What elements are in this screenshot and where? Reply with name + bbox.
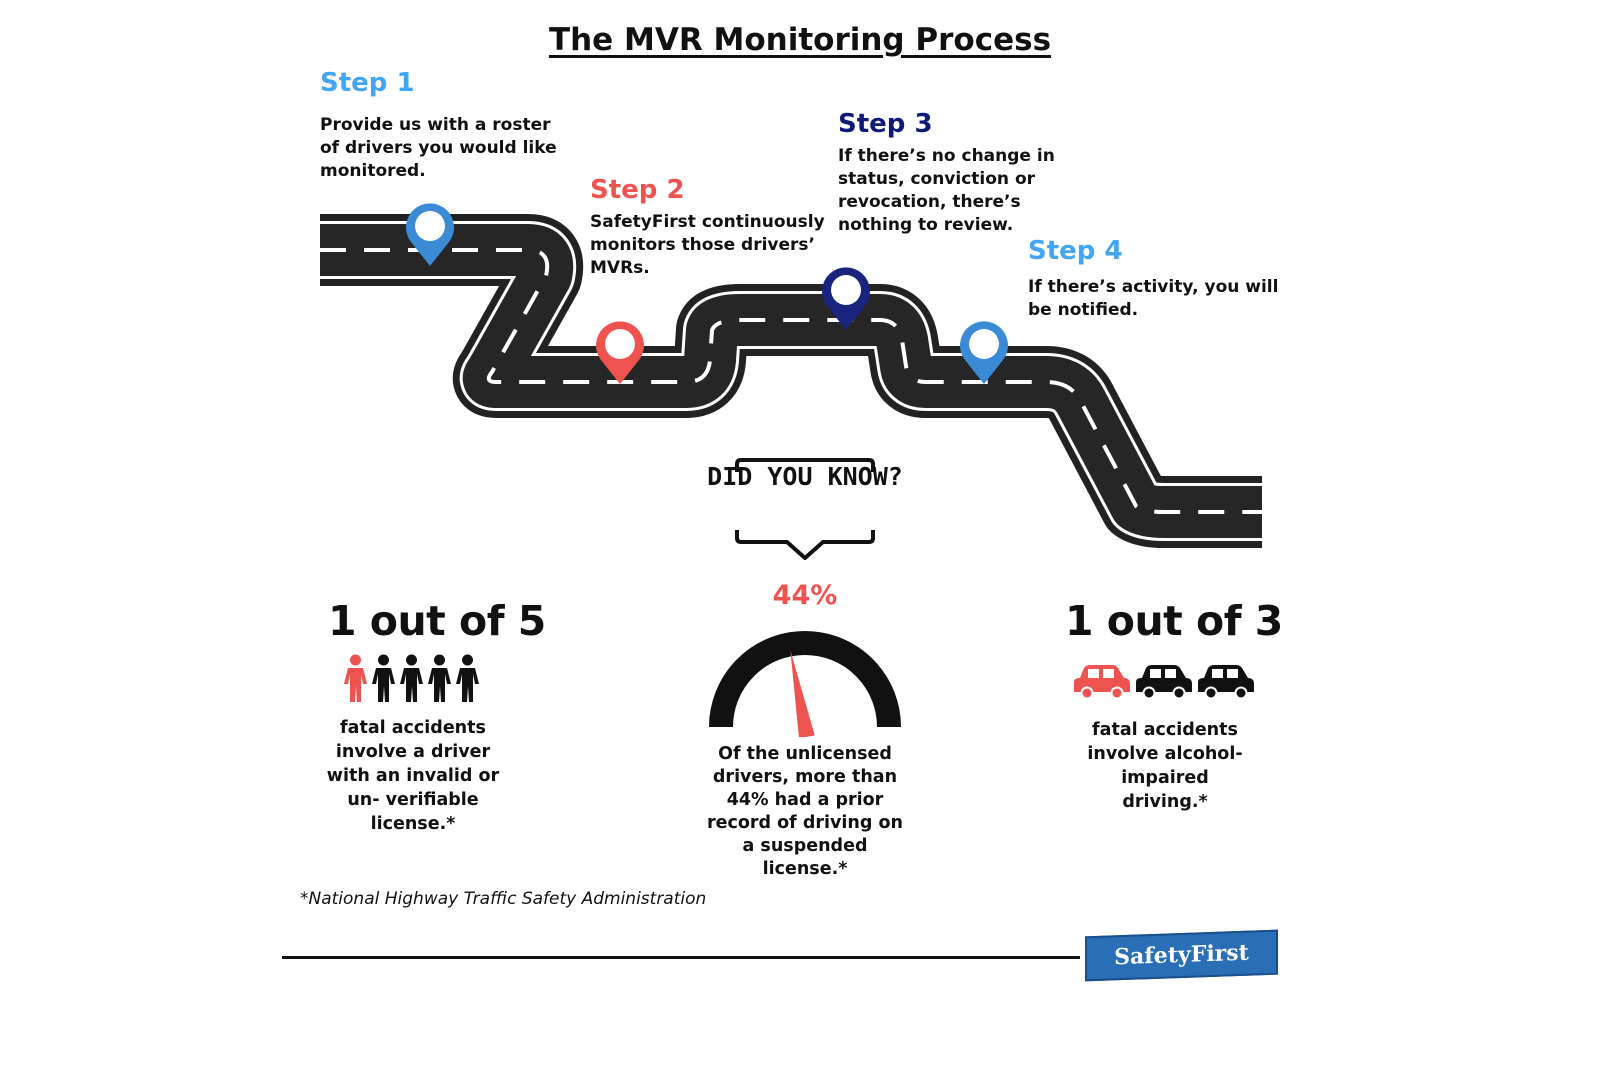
step-3-line-3: revocation, there’s (838, 192, 1021, 212)
car-icons (1072, 664, 1258, 706)
stat-left-text: fatal accidents involve a driver with an… (313, 716, 513, 836)
did-you-know-label: DID YOU KNOW? (707, 462, 903, 491)
page-title: The MVR Monitoring Process (548, 22, 1052, 58)
step-3-line-1: If there’s no change in (838, 146, 1055, 166)
speech-bubble-icon (735, 458, 875, 560)
stat-center-line-6: license.* (762, 859, 848, 879)
step-3: Step 3 If there’s no change in status, c… (838, 109, 1078, 237)
step-3-line-2: status, conviction or (838, 169, 1036, 189)
safetyfirst-logo: SafetyFirst (1085, 929, 1278, 982)
step-3-line-4: nothing to review. (838, 215, 1014, 235)
source-footnote: *National Highway Traffic Safety Adminis… (300, 889, 707, 909)
stat-center-line-3: 44% had a prior (726, 790, 884, 810)
divider-line (282, 956, 1080, 959)
stat-center-line-2: drivers, more than (712, 767, 898, 787)
stat-left-line-2: involve a driver (335, 742, 491, 762)
map-pin-icon (822, 267, 871, 330)
stat-center-line-5: a suspended (742, 836, 868, 856)
stat-left-line-3: with an invalid or (326, 766, 500, 786)
people-icons (342, 654, 482, 708)
step-1-line-1: Provide us with a roster (320, 115, 551, 135)
step-2-line-3: MVRs. (590, 258, 650, 278)
step-2: Step 2 SafetyFirst continuously monitors… (590, 175, 850, 280)
stat-right-text: fatal accidents involve alcohol- impaire… (1065, 718, 1265, 814)
step-1-line-2: of drivers you would like (320, 138, 557, 158)
person-icon (372, 654, 395, 702)
stat-right-line-1: fatal accidents (1092, 720, 1238, 740)
map-pin-icon (406, 203, 455, 266)
car-icon (1136, 665, 1192, 700)
stat-left-line-5: license.* (370, 814, 456, 834)
stat-left-headline: 1 out of 5 (328, 597, 546, 645)
stat-center-line-4: record of driving on (707, 813, 903, 833)
step-4-line-2: be notified. (1028, 300, 1139, 320)
step-2-line-2: monitors those drivers’ (590, 235, 815, 255)
person-icon (400, 654, 423, 702)
step-1-line-3: monitored. (320, 161, 426, 181)
person-icon (456, 654, 479, 702)
car-icon (1198, 665, 1254, 700)
gauge-arc (709, 631, 901, 728)
gauge-icon (709, 631, 901, 737)
stat-center-headline: 44% (772, 580, 838, 611)
car-icon (1074, 665, 1130, 700)
stat-left-line-1: fatal accidents (340, 718, 486, 738)
step-3-heading: Step 3 (838, 109, 933, 139)
stat-left-line-4: un- verifiable (347, 790, 479, 810)
step-1-heading: Step 1 (320, 68, 415, 98)
stat-right-line-2: involve alcohol- (1087, 744, 1243, 764)
stat-right-line-4: driving.* (1122, 792, 1208, 812)
step-2-line-1: SafetyFirst continuously (590, 212, 825, 232)
stat-center-line-1: Of the unlicensed (718, 744, 892, 764)
person-icon (344, 654, 367, 702)
step-4-heading: Step 4 (1028, 236, 1123, 266)
map-pin-icon (960, 321, 1009, 384)
step-4-line-1: If there’s activity, you will (1028, 277, 1279, 297)
stat-right-headline: 1 out of 3 (1065, 597, 1283, 645)
gauge-needle (790, 650, 815, 737)
step-4: Step 4 If there’s activity, you will be … (1028, 236, 1288, 322)
stat-center-text: Of the unlicensed drivers, more than 44%… (700, 743, 910, 881)
step-2-heading: Step 2 (590, 175, 685, 205)
stat-right-line-3: impaired (1121, 768, 1209, 788)
step-1: Step 1 Provide us with a roster of drive… (320, 68, 580, 183)
map-pin-icon (596, 321, 644, 384)
person-icon (428, 654, 451, 702)
road-center-dashes (320, 248, 1262, 514)
